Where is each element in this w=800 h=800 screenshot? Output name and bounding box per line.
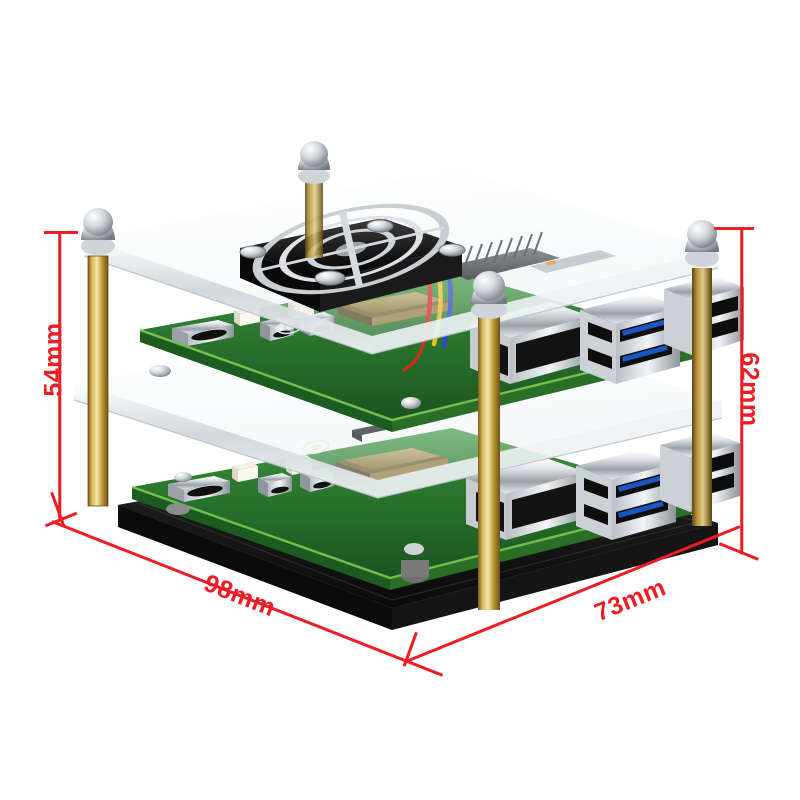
cooling-fan bbox=[239, 203, 466, 312]
usbc-port-middle bbox=[172, 320, 234, 346]
fan-screws bbox=[239, 219, 466, 286]
dome-nut-front-left bbox=[81, 208, 115, 255]
standoff-front-left bbox=[87, 255, 109, 507]
standoff-front-right bbox=[692, 268, 712, 526]
usbc-port-bottom bbox=[168, 476, 230, 502]
standoff-center bbox=[478, 300, 500, 610]
dimension-label-54mm: 54mm bbox=[39, 322, 68, 397]
standoff-rear bbox=[305, 168, 323, 258]
fan-grille bbox=[252, 203, 450, 295]
shelf-screws bbox=[149, 365, 424, 555]
usb-ports-middle bbox=[580, 294, 680, 384]
dome-nut-front-right bbox=[685, 220, 719, 267]
support-posts bbox=[166, 503, 429, 583]
dome-nut-center bbox=[471, 271, 507, 319]
dome-nut-rear bbox=[298, 141, 330, 184]
dimension-label-62mm: 62mm bbox=[735, 352, 764, 427]
